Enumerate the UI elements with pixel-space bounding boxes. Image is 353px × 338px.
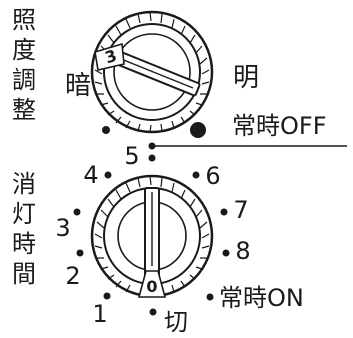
timer-scale-number-8: 8 [235,237,250,265]
timer-knob-indicator [144,187,160,285]
timer-scale-dot-6 [192,171,200,179]
always-on-label: 常時ON [219,284,304,312]
always-off-dot [148,142,156,150]
timer-off-label: 切 [164,308,188,336]
timer-scale-dot-3 [73,208,81,216]
timer-scale-number-3: 3 [55,214,70,242]
timer-scale-number-6: 6 [205,162,220,190]
timer-heading-char-2: 灯 [12,200,36,228]
lux-dial-mark: 3 [103,46,119,68]
timer-scale-number-2: 2 [65,262,80,290]
lux-bright-label: 明 [233,63,259,93]
timer-scale-number-4: 4 [83,161,98,189]
lux-heading: 照 度 調 整 [12,6,36,124]
lux-knob-inner-ring [113,33,191,111]
timer-adjust-knob[interactable]: 0 [90,174,214,298]
timer-scale-dot-8 [222,249,230,257]
lux-heading-char-3: 調 [12,66,36,94]
timer-scale: 1 2 3 4 5 6 7 8 常時ON 切 [55,142,303,336]
lux-knob-indicator [103,46,201,97]
lux-bright-dot [190,122,206,138]
timer-heading-char-1: 消 [12,170,36,198]
timer-scale-number-1: 1 [92,300,107,328]
lux-dark-dot [102,126,110,134]
timer-heading-char-4: 間 [12,260,36,288]
lux-mark-window [94,42,125,71]
timer-scale-dot-5 [148,154,156,162]
timer-scale-dot-7 [220,208,228,216]
always-on-dot [206,293,214,301]
timer-scale-number-5: 5 [124,142,139,170]
lux-heading-char-1: 照 [12,6,36,34]
timer-dial-mark: 0 [146,277,157,296]
timer-scale-dot-2 [76,249,84,257]
timer-mark-window [137,270,167,298]
lux-dark-label: 暗 [65,71,91,101]
lux-heading-char-2: 度 [12,36,36,64]
always-off-label: 常時OFF [232,112,327,140]
timer-knob-knurling [94,175,210,293]
timer-scale-dot-4 [104,171,112,179]
timer-scale-number-7: 7 [233,196,248,224]
timer-off-dot [149,308,157,316]
timer-scale-dot-1 [103,292,111,300]
timer-heading: 消 灯 時 間 [12,170,36,288]
lux-heading-char-4: 整 [12,96,36,124]
lux-adjust-knob[interactable]: 3 [90,10,214,134]
timer-heading-char-3: 時 [12,230,36,258]
